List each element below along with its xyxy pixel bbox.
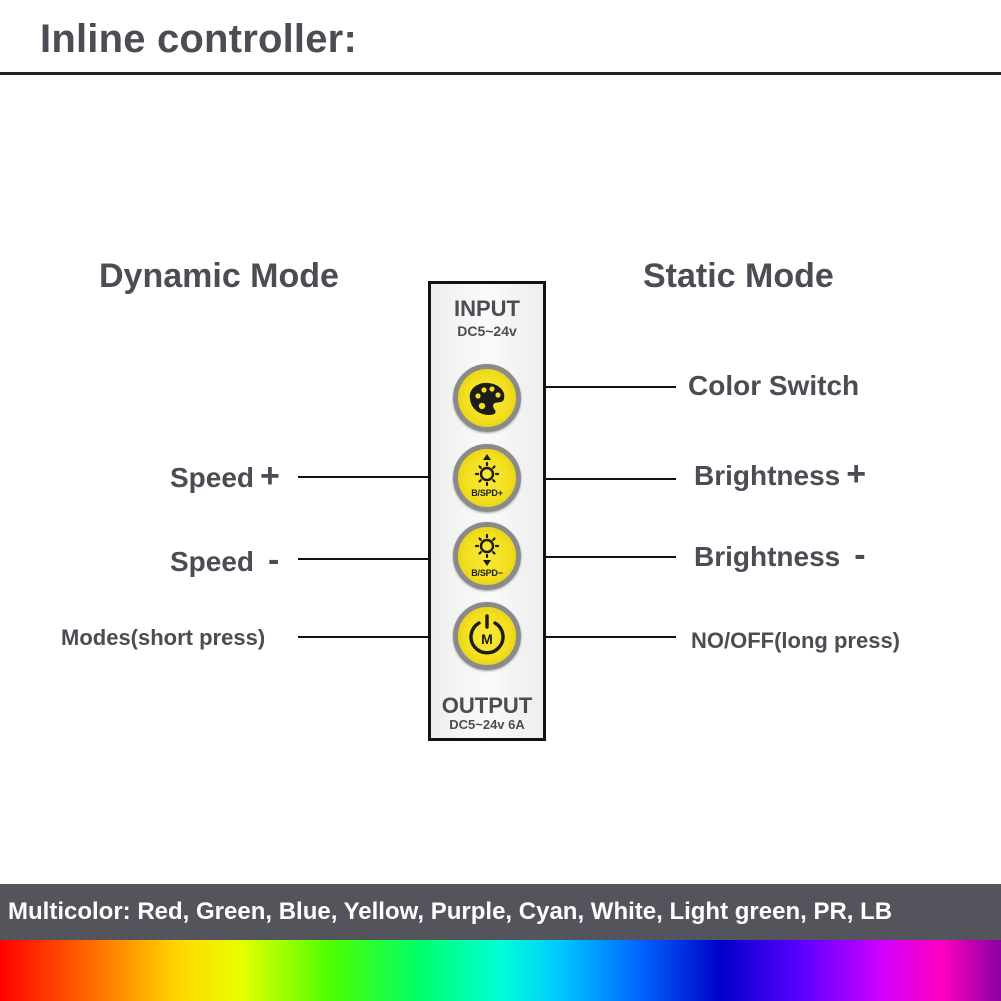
multicolor-text: Multicolor: Red, Green, Blue, Yellow, Pu… (8, 898, 893, 925)
color-spectrum (0, 940, 1001, 1001)
modes-short-press-label: Modes(short press) (61, 625, 266, 650)
speed-down-connector (298, 558, 450, 560)
brightness-down-icon (474, 533, 500, 566)
speed-up-connector (298, 476, 450, 478)
input-spec: DC5~24v (457, 323, 517, 339)
b-spd-minus-caption: B/SPD− (471, 568, 503, 578)
input-label: INPUT (454, 296, 520, 321)
b-spd-plus-caption: B/SPD+ (471, 488, 503, 498)
page-title: Inline controller: (40, 17, 357, 61)
brightness-down-connector (530, 556, 676, 558)
inline-controller: INPUT DC5~24v (428, 281, 546, 741)
static-mode-heading: Static Mode (643, 257, 834, 295)
brightness-up-label: Brightness+ (694, 456, 866, 494)
palette-icon (469, 382, 505, 415)
brightness-down-text: Brightness (694, 541, 841, 572)
speed-down-text: Speed (170, 546, 255, 577)
speed-up-sign: + (260, 457, 280, 495)
brightness-speed-down-button[interactable]: B/SPD− (453, 522, 521, 590)
power-mode-icon: M (469, 614, 505, 655)
power-connector (530, 636, 676, 638)
mode-power-button[interactable]: M (453, 602, 521, 670)
modes-connector (298, 636, 450, 638)
brightness-up-text: Brightness (694, 460, 841, 491)
speed-up-text: Speed (170, 462, 255, 493)
color-switch-button[interactable] (453, 364, 521, 432)
speed-down-label: Speed- (170, 542, 279, 580)
brightness-up-connector (530, 478, 676, 480)
brightness-down-label: Brightness- (694, 537, 866, 575)
brightness-up-icon (474, 454, 500, 487)
header-divider (0, 72, 1001, 75)
speed-up-label: Speed+ (170, 458, 280, 496)
output-label: OUTPUT (441, 693, 533, 718)
color-switch-connector (530, 386, 676, 388)
brightness-down-sign: - (854, 536, 866, 574)
svg-text:M: M (481, 631, 493, 647)
power-long-press-label: NO/OFF(long press) (691, 628, 900, 653)
brightness-speed-up-button[interactable]: B/SPD+ (453, 444, 521, 512)
brightness-up-sign: + (846, 455, 867, 493)
color-switch-label: Color Switch (688, 370, 860, 401)
speed-down-sign: - (268, 541, 280, 579)
dynamic-mode-heading: Dynamic Mode (99, 257, 339, 295)
output-spec: DC5~24v 6A (449, 717, 525, 732)
multicolor-bar: Multicolor: Red, Green, Blue, Yellow, Pu… (0, 884, 1001, 940)
